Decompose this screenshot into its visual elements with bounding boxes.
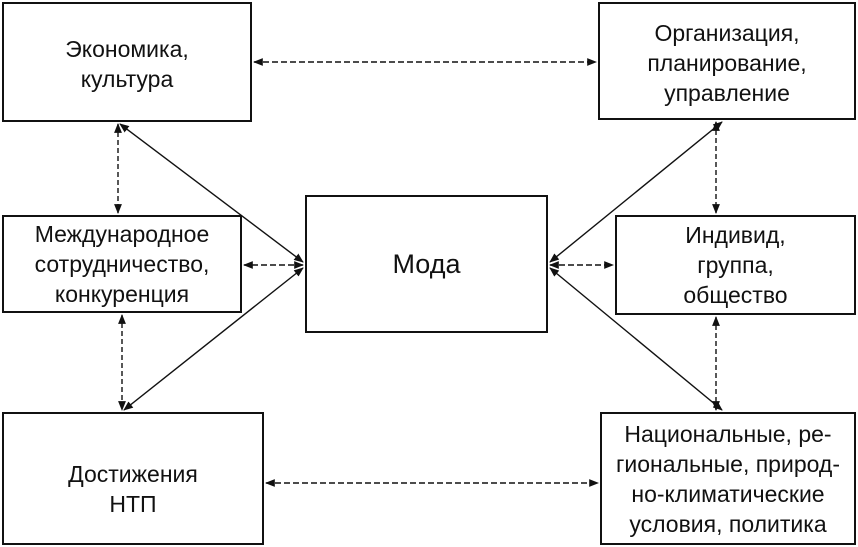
ntp-achievements-box: Достижения НТП [2, 412, 264, 545]
arrow-center-organization [549, 121, 723, 263]
international-cooperation-box: Международное сотрудничество, конкуренци… [2, 215, 242, 313]
organization-box: Организация, планирование, управление [598, 2, 856, 120]
individual-group-society-box: Индивид, группа, общество [615, 215, 856, 315]
arrow-center-economy [119, 123, 304, 263]
national-regional-conditions-label: Национальные, ре- гиональные, природ- но… [616, 420, 840, 537]
international-cooperation-label: Международное сотрудничество, конкуренци… [34, 221, 210, 307]
economy-culture-box: Экономика, культура [2, 2, 252, 122]
national-regional-conditions-box: Национальные, ре- гиональные, природ- но… [600, 412, 856, 545]
arrow-center-national [549, 267, 723, 411]
economy-culture-label: Экономика, культура [65, 36, 189, 92]
organization-label: Организация, планирование, управление [647, 20, 807, 106]
fashion-center-box: Мода [305, 195, 548, 333]
individual-group-society-label: Индивид, группа, общество [683, 222, 788, 308]
ntp-achievements-label: Достижения НТП [68, 460, 198, 517]
arrow-center-ntp [123, 267, 304, 411]
fashion-center-label: Мода [392, 249, 461, 279]
